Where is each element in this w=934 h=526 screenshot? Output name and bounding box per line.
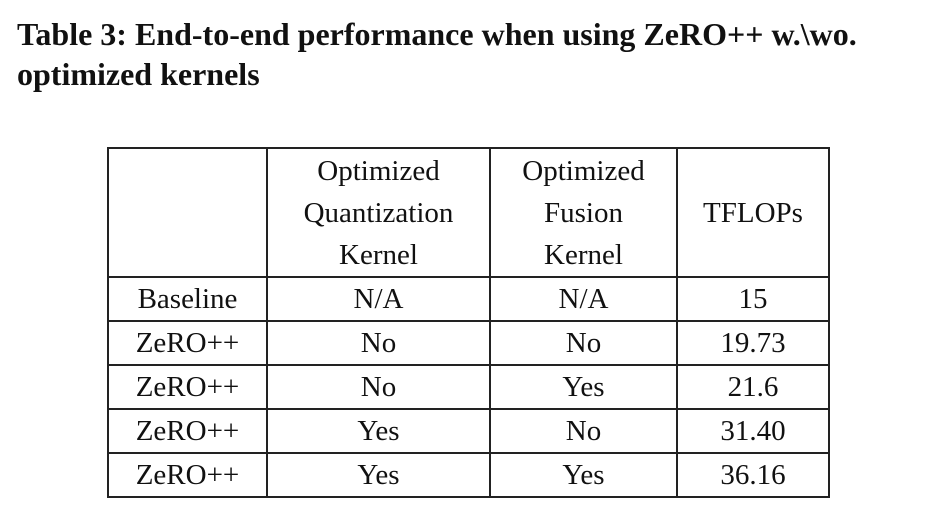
cell-quantization: Yes — [266, 452, 491, 498]
cell-config: ZeRO++ — [107, 408, 268, 454]
cell-tflops: 19.73 — [676, 320, 830, 366]
header-line: Optimized — [522, 154, 645, 187]
table-row: ZeRO++ Yes No 31.40 — [107, 408, 830, 454]
cell-config: ZeRO++ — [107, 364, 268, 410]
cell-config: ZeRO++ — [107, 320, 268, 366]
results-table: Optimized Quantization Kernel Optimized … — [107, 147, 830, 498]
cell-quantization: Yes — [266, 408, 491, 454]
cell-fusion: No — [489, 408, 678, 454]
cell-quantization: No — [266, 320, 491, 366]
cell-fusion: No — [489, 320, 678, 366]
cell-tflops-best: 36.16 — [676, 452, 830, 498]
caption-line-2: optimized kernels — [17, 56, 260, 92]
header-quantization-kernel: Optimized Quantization Kernel — [266, 147, 491, 278]
header-line: Kernel — [339, 238, 418, 271]
header-fusion-kernel: Optimized Fusion Kernel — [489, 147, 678, 278]
header-line: Kernel — [544, 238, 623, 271]
cell-tflops: 21.6 — [676, 364, 830, 410]
caption-line-1: Table 3: End-to-end performance when usi… — [17, 16, 857, 52]
cell-fusion: Yes — [489, 364, 678, 410]
cell-fusion: Yes — [489, 452, 678, 498]
cell-config: ZeRO++ — [107, 452, 268, 498]
table-row: ZeRO++ Yes Yes 36.16 — [107, 452, 830, 498]
header-line: Fusion — [544, 196, 623, 229]
table-caption: Table 3: End-to-end performance when usi… — [17, 14, 922, 94]
table-row: ZeRO++ No Yes 21.6 — [107, 364, 830, 410]
header-tflops: TFLOPs — [676, 147, 830, 278]
cell-quantization: N/A — [266, 276, 491, 322]
cell-quantization: No — [266, 364, 491, 410]
header-line: Optimized — [317, 154, 440, 187]
header-line: TFLOPs — [703, 196, 803, 229]
header-line: Quantization — [303, 196, 454, 229]
header-row: Optimized Quantization Kernel Optimized … — [107, 147, 830, 278]
cell-fusion: N/A — [489, 276, 678, 322]
cell-config: Baseline — [107, 276, 268, 322]
cell-tflops: 31.40 — [676, 408, 830, 454]
header-empty — [107, 147, 268, 278]
table-row: ZeRO++ No No 19.73 — [107, 320, 830, 366]
table-row: Baseline N/A N/A 15 — [107, 276, 830, 322]
cell-tflops: 15 — [676, 276, 830, 322]
